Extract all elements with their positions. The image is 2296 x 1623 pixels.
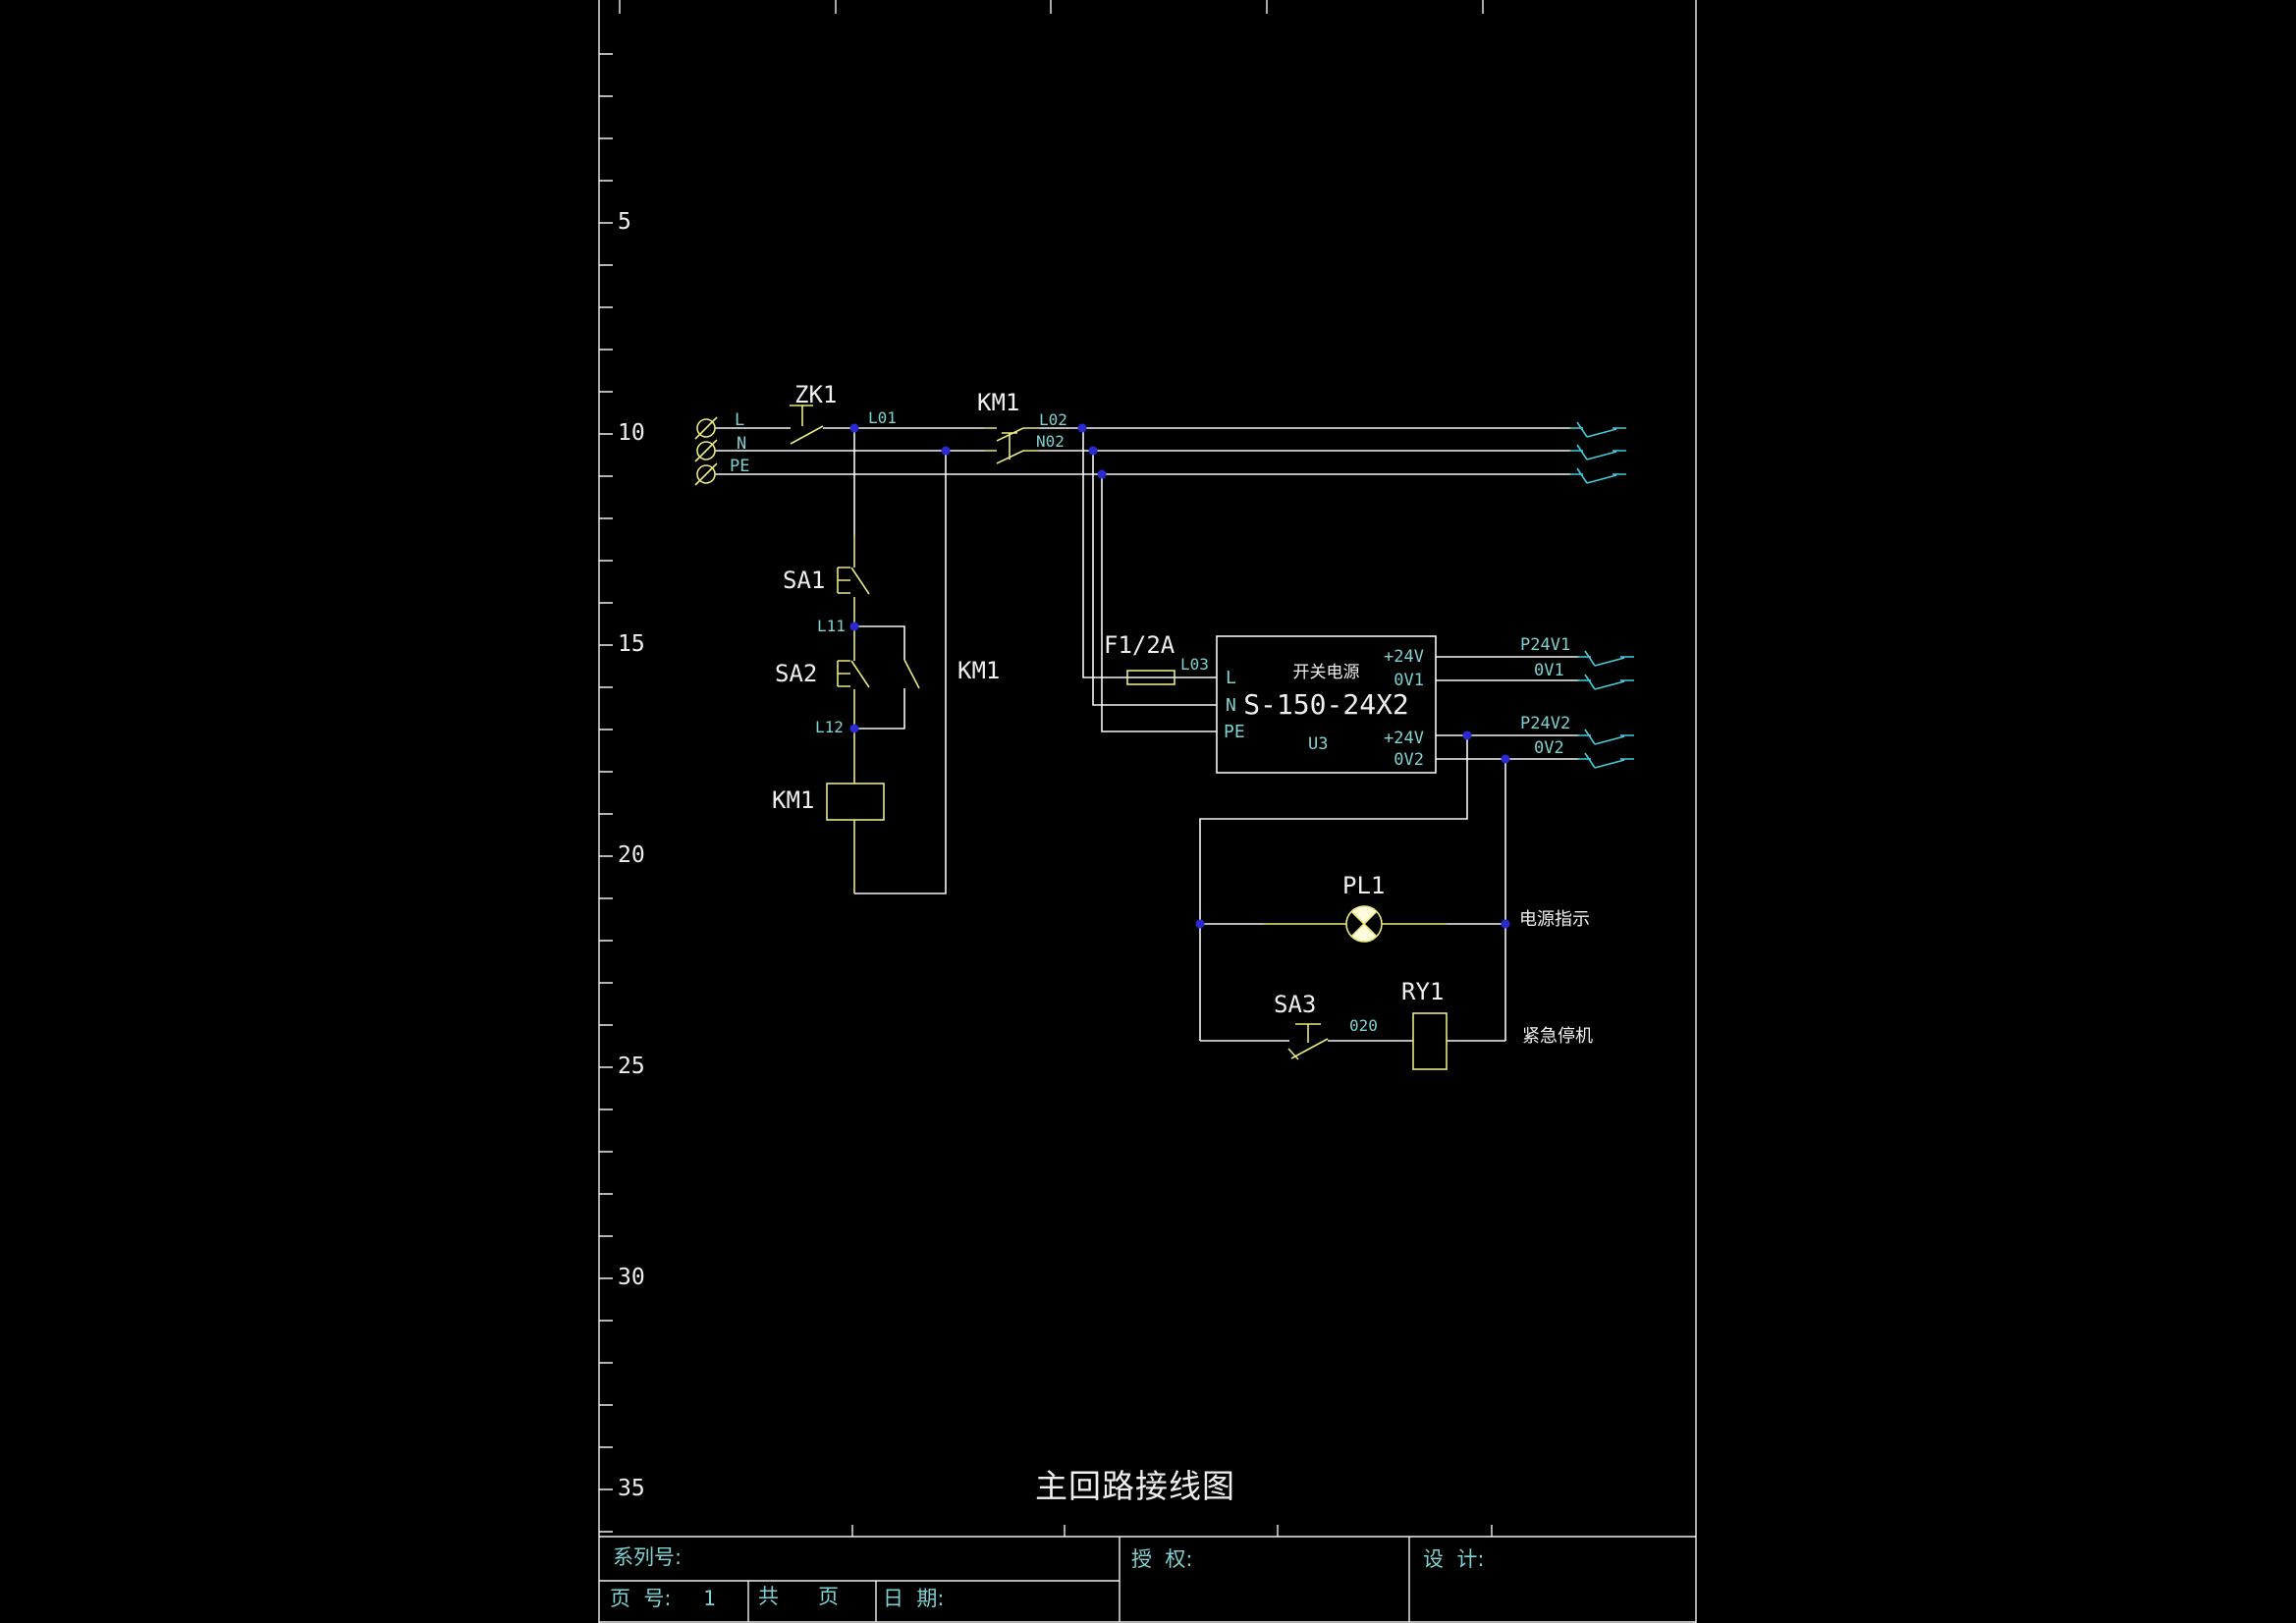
net-0v2-label: 0V2 [1534, 738, 1564, 758]
psu-ref: U3 [1308, 734, 1329, 754]
net-l03-label: L03 [1180, 655, 1209, 674]
drawing-title: 主回路接线图 [1035, 1467, 1235, 1505]
titleblock-date-label: 日 期: [883, 1587, 945, 1610]
psu-out2-neg: 0V2 [1394, 750, 1424, 770]
line-break-l-icon [1568, 421, 1627, 438]
relay-ry1-symbol [1412, 1012, 1448, 1070]
frame-bottom-ticks [851, 1525, 1493, 1537]
fuse-f1-symbol [1126, 670, 1175, 685]
pushbutton-sa3-label: SA3 [1274, 991, 1317, 1018]
titleblock-auth-label: 授 权: [1131, 1547, 1193, 1571]
titleblock-design-label: 设 计: [1423, 1547, 1485, 1571]
net-020-label: 020 [1349, 1016, 1378, 1035]
lamp-pl1-label: PL1 [1342, 872, 1386, 899]
psu-box [1216, 635, 1437, 774]
ruler-number-20: 20 [618, 842, 645, 868]
coil-km1-label: KM1 [772, 786, 815, 814]
ruler-number-15: 15 [618, 631, 645, 657]
pushbutton-sa1-label: SA1 [783, 567, 826, 594]
psu-in-l: L [1226, 668, 1236, 688]
ruler-number-10: 10 [618, 420, 645, 446]
caption-power-indicator: 电源指示 [1519, 909, 1590, 930]
pushbutton-sa3-symbol [1287, 1023, 1329, 1060]
net-l01-label: L01 [868, 408, 897, 427]
breaker-zk1-label: ZK1 [794, 381, 838, 408]
line-break-p24v2-icon [1576, 729, 1635, 745]
titleblock-total-label: 共 页 [758, 1585, 840, 1608]
psu-out2-pos: +24V [1384, 729, 1424, 748]
contact-km1-aux-blade [903, 659, 920, 689]
pushbutton-sa2-label: SA2 [775, 660, 818, 687]
ruler-number-5: 5 [618, 209, 631, 235]
fuse-f1-label: F1/2A [1104, 631, 1175, 659]
wire-lamp-circuit [1199, 735, 1506, 1042]
terminal-n-label: N [737, 434, 747, 454]
coil-km1-symbol [826, 783, 885, 821]
net-l11-label: L11 [817, 617, 846, 635]
contactor-km1-label: KM1 [977, 389, 1020, 416]
terminal-pe-label: PE [730, 457, 750, 476]
psu-out1-neg: 0V1 [1394, 671, 1424, 690]
contact-km1-aux-label: KM1 [957, 657, 1001, 684]
net-n02-label: N02 [1036, 432, 1065, 451]
line-break-0v1-icon [1576, 674, 1635, 690]
psu-model: S-150-24X2 [1243, 688, 1409, 721]
net-l12-label: L12 [815, 718, 844, 736]
net-0v1-label: 0V1 [1534, 661, 1564, 680]
contactor-km1-main-symbol [984, 427, 1039, 464]
ruler-number-30: 30 [618, 1265, 645, 1290]
net-p24v2-label: P24V2 [1520, 714, 1571, 733]
terminal-l-label: L [735, 410, 745, 430]
wire-psu-feeds [1082, 428, 1217, 732]
pushbutton-sa1-symbol [837, 535, 870, 626]
wire-psu-outputs [1436, 656, 1579, 760]
ruler-number-25: 25 [618, 1054, 645, 1079]
titleblock-series-label: 系列号: [613, 1545, 683, 1569]
lamp-pl1-fill-top [1351, 906, 1377, 924]
psu-in-pe: PE [1224, 722, 1245, 742]
terminal-pe-icon [694, 462, 718, 486]
titleblock-page-value: 1 [703, 1587, 716, 1610]
line-break-p24v1-icon [1576, 650, 1635, 667]
psu-in-n: N [1226, 695, 1236, 716]
titleblock-page-label: 页 号: [610, 1587, 672, 1610]
psu-out1-pos: +24V [1384, 647, 1424, 667]
frame-top-ticks [619, 0, 1484, 14]
psu-name: 开关电源 [1292, 663, 1360, 682]
breaker-zk1-symbol [790, 405, 824, 445]
pushbutton-sa2-symbol [837, 628, 870, 729]
relay-ry1-label: RY1 [1401, 978, 1445, 1005]
lamp-pl1-cross [1350, 910, 1378, 938]
wire-coil-branch [853, 428, 947, 894]
title-block-lines [599, 1536, 1696, 1623]
line-break-pe-icon [1568, 467, 1627, 484]
caption-emergency-stop: 紧急停机 [1522, 1026, 1593, 1047]
net-l02-label: L02 [1039, 410, 1067, 429]
junction-dots [849, 423, 1510, 929]
net-p24v1-label: P24V1 [1520, 635, 1571, 655]
lamp-pl1-fill-bottom [1351, 924, 1377, 942]
ruler-number-35: 35 [618, 1476, 645, 1501]
line-break-0v2-icon [1576, 752, 1635, 769]
line-break-n-icon [1568, 444, 1627, 460]
terminal-n-icon [694, 439, 718, 462]
ruler-ticks [599, 53, 613, 1533]
sheet-borders [598, 0, 1697, 1623]
terminal-l-icon [694, 416, 718, 440]
